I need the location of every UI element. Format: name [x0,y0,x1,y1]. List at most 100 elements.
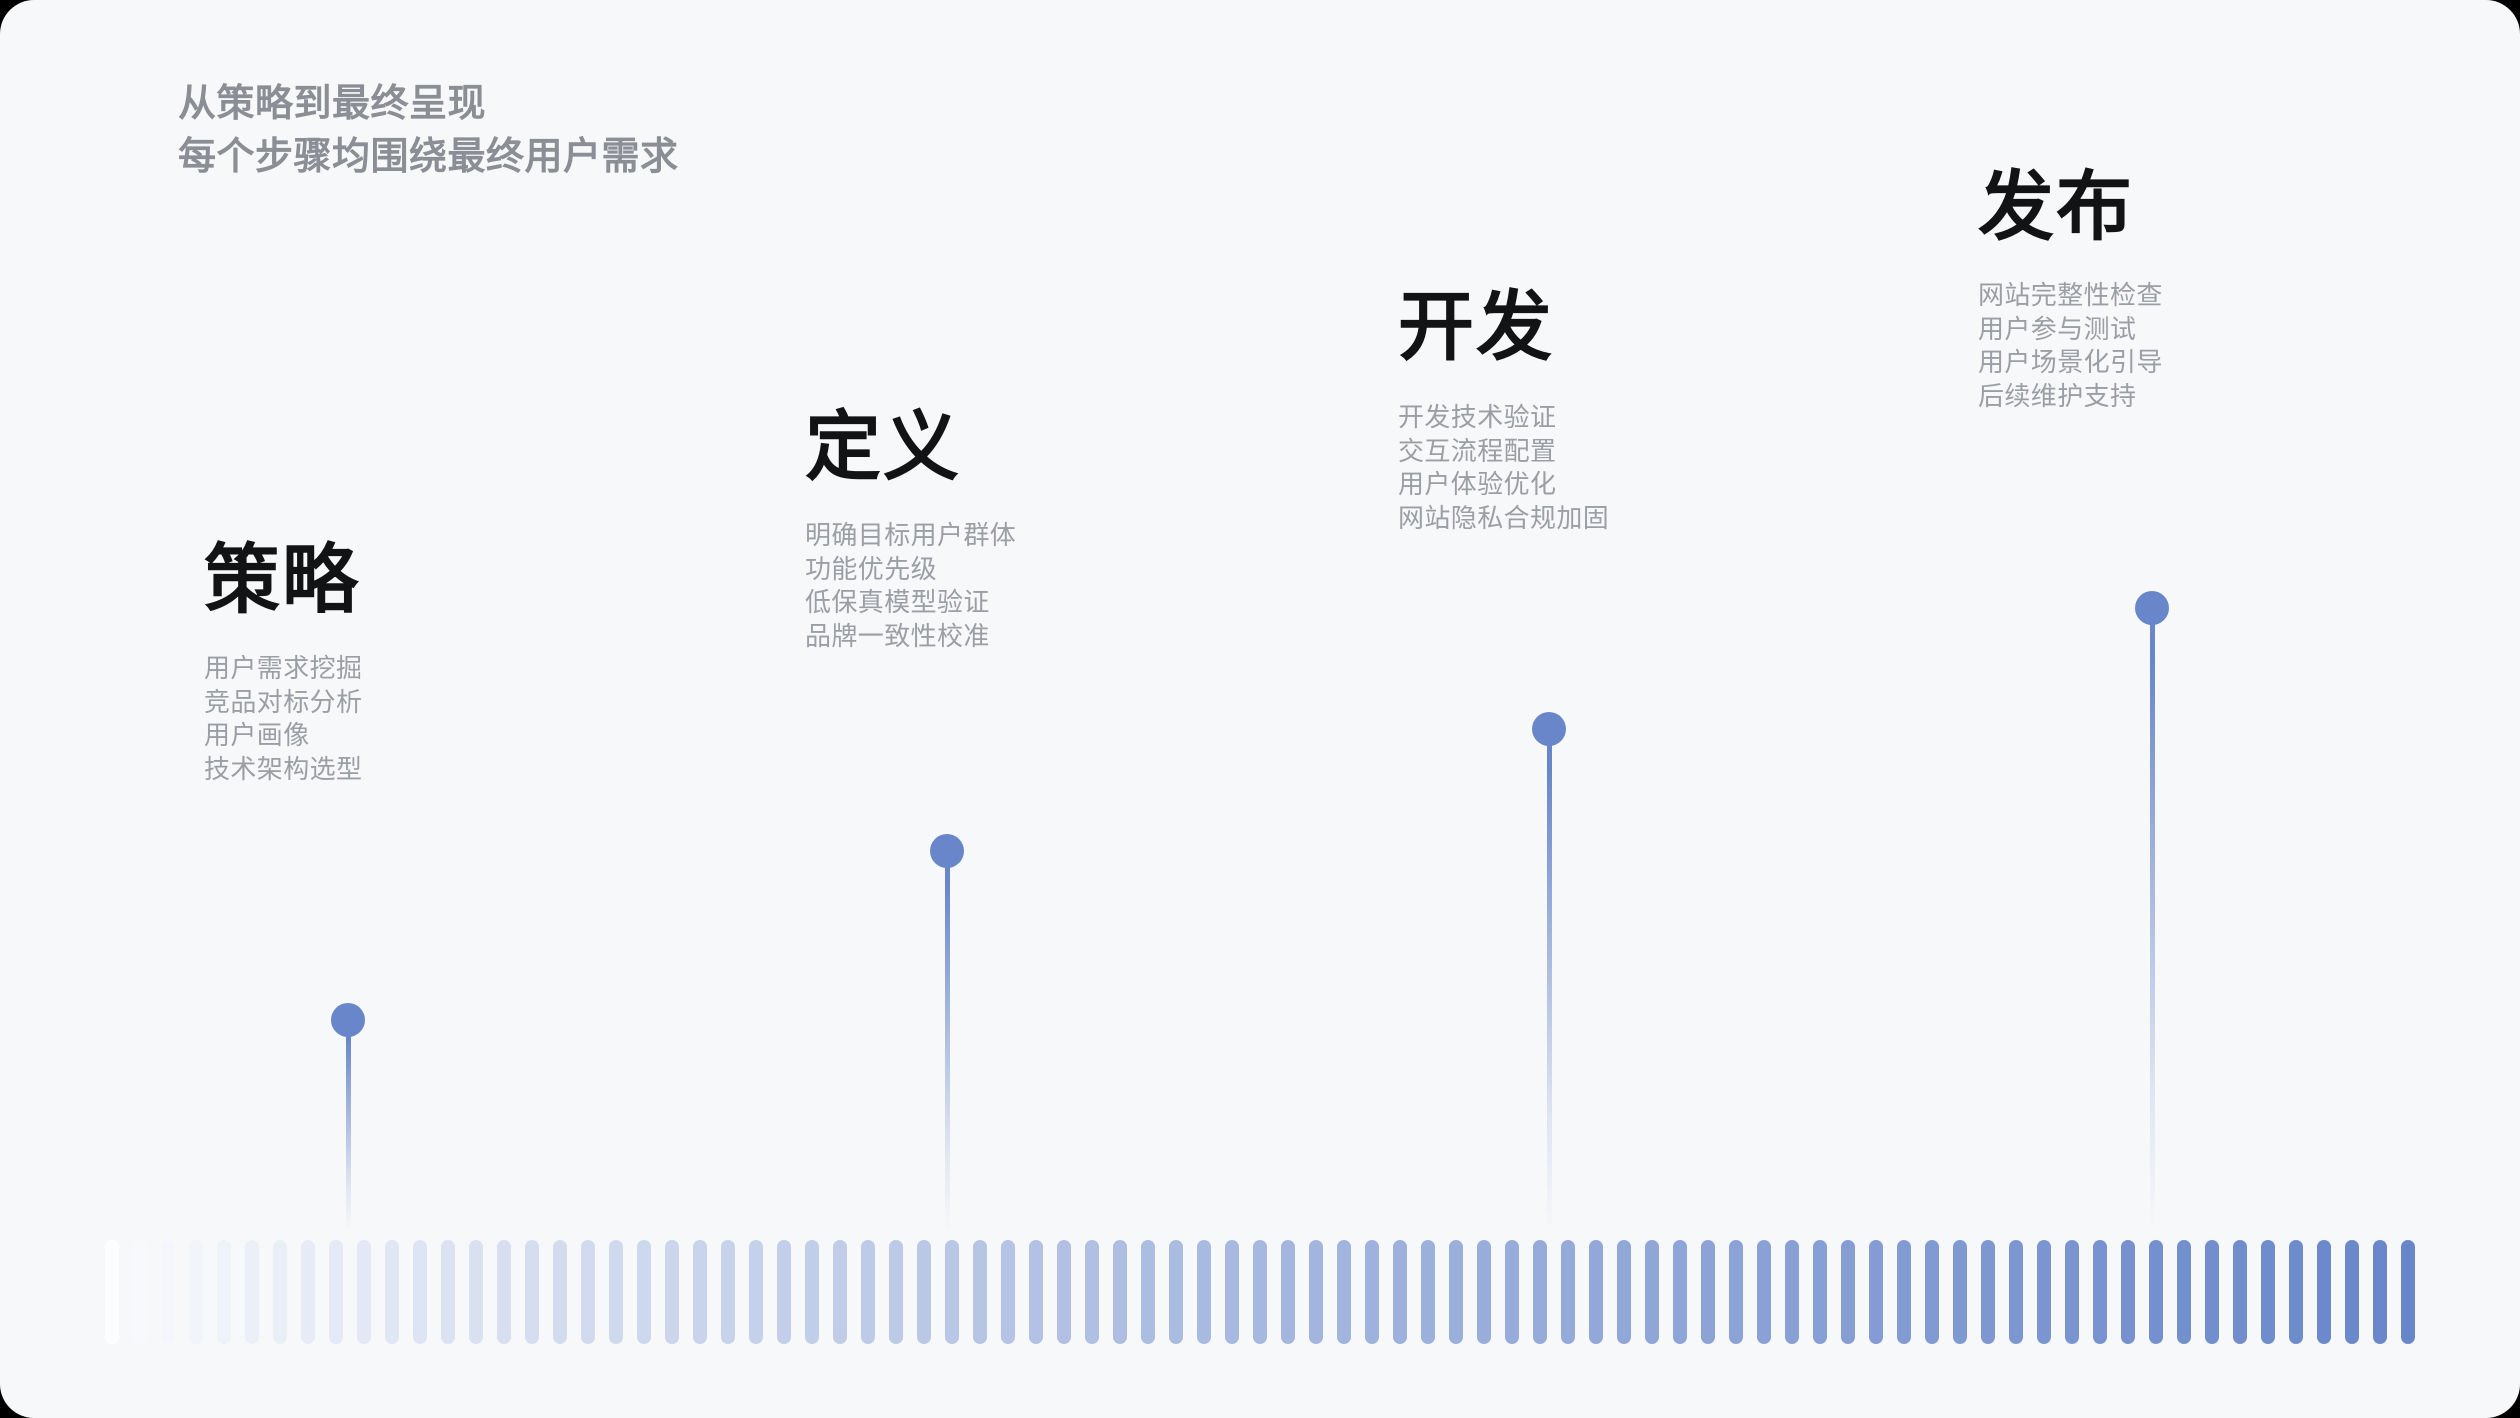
progress-bar [665,1240,679,1344]
progress-bar [1001,1240,1015,1344]
progress-bar [1029,1240,1043,1344]
stage-title: 开发 [1398,285,1554,370]
stage-item-list: 开发技术验证 交互流程配置 用户体验优化 网站隐私合规加固 [1398,401,1609,535]
progress-bar [2177,1240,2191,1344]
progress-bar [833,1240,847,1344]
progress-bar [2373,1240,2387,1344]
progress-bar [2289,1240,2303,1344]
progress-bar-strip [0,1240,2520,1344]
progress-bar [1925,1240,1939,1344]
progress-bar [1617,1240,1631,1344]
progress-bar [1757,1240,1771,1344]
progress-bar [441,1240,455,1344]
progress-bar [1225,1240,1239,1344]
progress-bar [1897,1240,1911,1344]
progress-bar [2205,1240,2219,1344]
progress-bar [1057,1240,1071,1344]
progress-bar [2317,1240,2331,1344]
progress-bar [1365,1240,1379,1344]
progress-bar [1449,1240,1463,1344]
progress-bar [805,1240,819,1344]
stage-release[interactable]: 发布 网站完整性检查 用户参与测试 用户场景化引导 后续维护支持 [1978,165,2163,413]
progress-bar [1393,1240,1407,1344]
progress-bar [357,1240,371,1344]
progress-bar [1505,1240,1519,1344]
progress-bar [525,1240,539,1344]
stage-dot[interactable] [930,834,964,868]
progress-bar [721,1240,735,1344]
progress-bar [1169,1240,1183,1344]
stage-strategy[interactable]: 策略 用户需求挖掘 竞品对标分析 用户画像 技术架构选型 [204,538,362,786]
page-title-line-1: 从策略到最终呈现 [178,83,487,125]
progress-bar [1141,1240,1155,1344]
progress-bar [161,1240,175,1344]
list-item: 交互流程配置 [1398,435,1557,466]
stage-develop[interactable]: 开发 开发技术验证 交互流程配置 用户体验优化 网站隐私合规加固 [1398,285,1609,535]
progress-bar [1113,1240,1127,1344]
stage-item-list: 网站完整性检查 用户参与测试 用户场景化引导 后续维护支持 [1978,279,2163,413]
progress-bar [917,1240,931,1344]
progress-bar [1869,1240,1883,1344]
progress-bar [1477,1240,1491,1344]
stage-title: 发布 [1978,165,2134,250]
progress-bar [581,1240,595,1344]
progress-bar [1785,1240,1799,1344]
progress-bar [133,1240,147,1344]
progress-bar [637,1240,651,1344]
list-item: 竞品对标分析 [204,686,363,717]
progress-bar [889,1240,903,1344]
list-item: 技术架构选型 [204,753,363,784]
progress-bar [189,1240,203,1344]
progress-bar [2261,1240,2275,1344]
progress-bar [2065,1240,2079,1344]
progress-bar [1645,1240,1659,1344]
progress-bar [1841,1240,1855,1344]
progress-bar [749,1240,763,1344]
list-item: 功能优先级 [805,553,938,584]
progress-bar [217,1240,231,1344]
progress-bar [1561,1240,1575,1344]
stage-title: 策略 [204,538,360,623]
progress-bar [973,1240,987,1344]
list-item: 用户场景化引导 [1978,347,2163,377]
list-item: 明确目标用户群体 [805,520,1017,550]
list-item: 低保真模型验证 [805,587,990,617]
stage-dot[interactable] [1532,712,1566,746]
stage-dot[interactable] [2135,591,2169,625]
progress-bar [105,1240,119,1344]
stage-stem [944,851,950,1232]
progress-bar [1281,1240,1295,1344]
stage-item-list: 用户需求挖掘 竞品对标分析 用户画像 技术架构选型 [204,652,362,786]
progress-bar [413,1240,427,1344]
stage-define[interactable]: 定义 明确目标用户群体 功能优先级 低保真模型验证 品牌一致性校准 [805,405,1016,653]
page-title: 从策略到最终呈现 每个步骤均围绕最终用户需求 [178,78,679,184]
progress-bar [1953,1240,1967,1344]
progress-bar [2233,1240,2247,1344]
progress-bar [497,1240,511,1344]
progress-bar [1813,1240,1827,1344]
progress-bar [1533,1240,1547,1344]
progress-bar [945,1240,959,1344]
progress-bar [2121,1240,2135,1344]
progress-bar [693,1240,707,1344]
progress-bar [777,1240,791,1344]
page-title-line-2: 每个步骤均围绕最终用户需求 [178,136,679,178]
progress-bar [273,1240,287,1344]
list-item: 后续维护支持 [1978,380,2137,411]
list-item: 网站完整性检查 [1978,280,2163,310]
progress-bar [609,1240,623,1344]
progress-bar [1421,1240,1435,1344]
progress-bar [469,1240,483,1344]
progress-bar [1729,1240,1743,1344]
progress-bar [1085,1240,1099,1344]
stage-stem [345,1020,351,1232]
stage-title: 定义 [805,405,961,490]
list-item: 开发技术验证 [1398,402,1557,432]
progress-bar [1981,1240,1995,1344]
progress-bar [1309,1240,1323,1344]
list-item: 品牌一致性校准 [805,620,990,651]
progress-bar [1253,1240,1267,1344]
progress-bar [2037,1240,2051,1344]
progress-bar [2401,1240,2415,1344]
stage-dot[interactable] [331,1003,365,1037]
